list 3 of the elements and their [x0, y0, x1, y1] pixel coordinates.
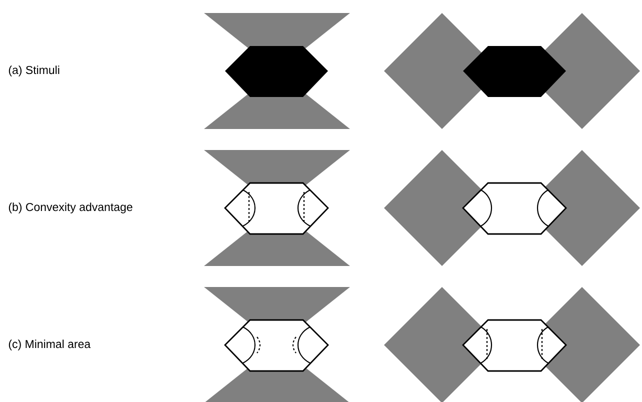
row-label: (c) Minimal area — [8, 340, 91, 350]
row-label: (a) Stimuli — [8, 66, 60, 76]
row-label: (b) Convexity advantage — [8, 202, 132, 214]
